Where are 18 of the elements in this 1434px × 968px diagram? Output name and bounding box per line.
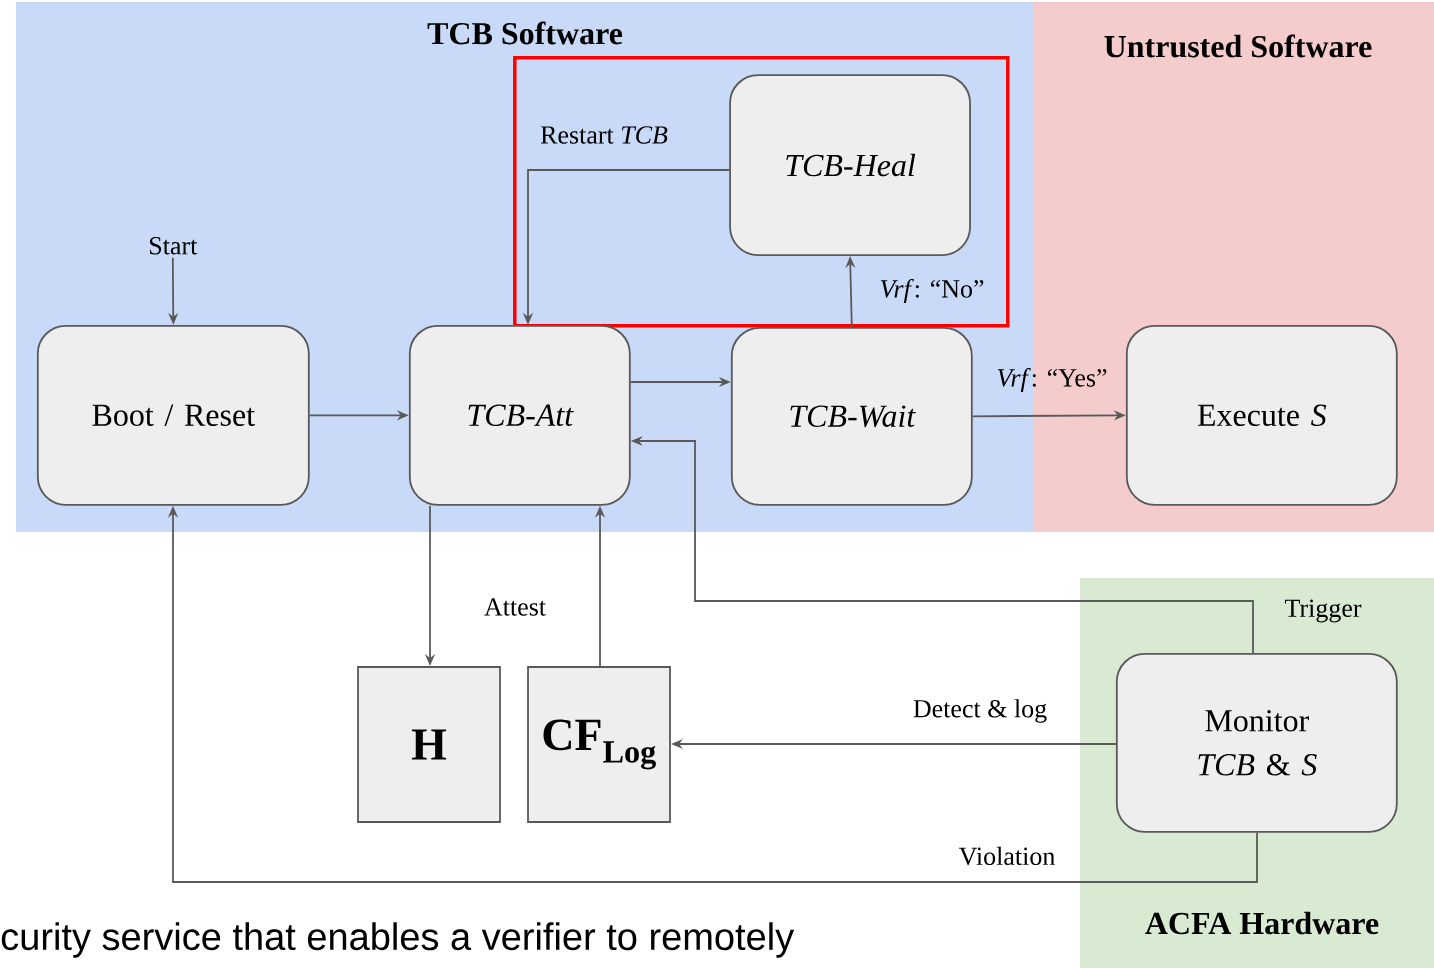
step-label: Attest bbox=[484, 598, 546, 616]
process-box: TCB-Heal bbox=[729, 74, 971, 256]
process-box: Monitor TCB & S bbox=[1115, 652, 1398, 833]
caption-fragment: curity service that enables a verifier to remotely bbox=[1, 922, 795, 958]
process-box: Boot / Reset bbox=[36, 324, 310, 506]
memory-box: CF$_{Log}$ bbox=[527, 666, 671, 823]
edge-label: Violation bbox=[959, 846, 1055, 866]
process-box: TCB-Wait bbox=[730, 326, 973, 506]
memory-box: H bbox=[357, 666, 501, 823]
process-box: Execute S bbox=[1125, 324, 1398, 506]
edge-label: Vrf: “No” bbox=[880, 279, 984, 303]
start-label: Start bbox=[150, 237, 198, 255]
process-box: TCB-Att bbox=[408, 324, 631, 506]
edge-label: Vrf: “Yes” bbox=[997, 368, 1107, 392]
edge-label: Restart TCB bbox=[540, 126, 668, 144]
highlight-frame bbox=[513, 56, 1010, 328]
edge-label: Detect & log bbox=[913, 699, 1047, 723]
edge-label: Trigger bbox=[1284, 599, 1362, 623]
